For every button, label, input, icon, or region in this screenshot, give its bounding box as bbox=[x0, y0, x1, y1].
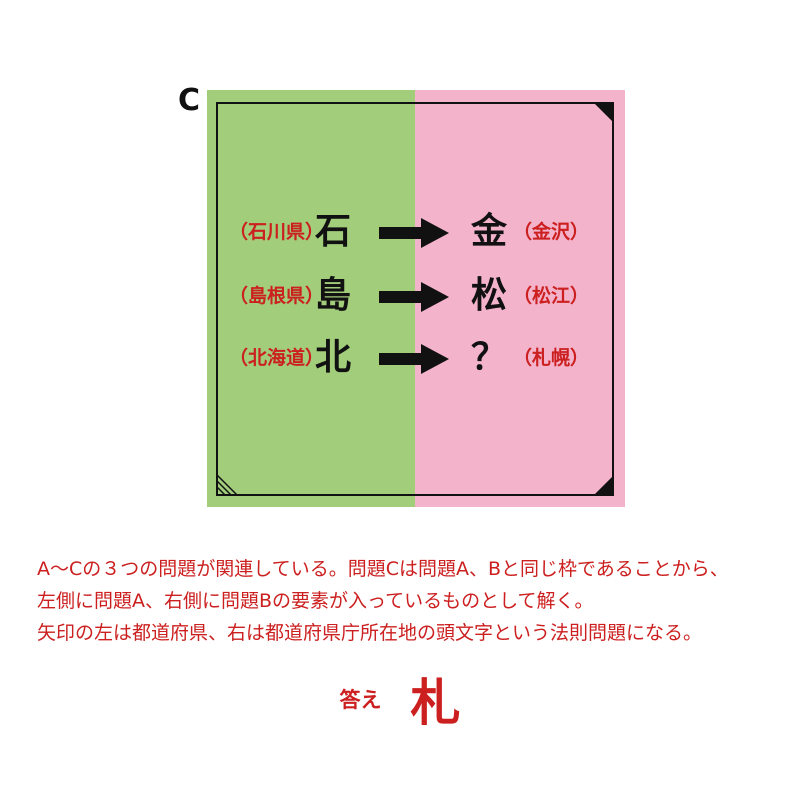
right-arrow-icon bbox=[379, 282, 449, 312]
right-kanji: 松 bbox=[471, 275, 508, 316]
left-kanji: 北 bbox=[315, 337, 352, 378]
answer-label: 答え bbox=[339, 688, 382, 712]
left-kanji: 島 bbox=[315, 275, 352, 316]
right-arrow-icon bbox=[379, 344, 449, 374]
corner-ornament-bottom-right bbox=[594, 476, 613, 495]
right-arrow-icon bbox=[379, 218, 449, 248]
puzzle-panel: （石川県） 石 金 （金沢） （島根県） 島 松 （松江） （北海道） 北 ？ … bbox=[207, 90, 625, 507]
puzzle-row: （北海道） 北 ？ （札幌） bbox=[207, 333, 625, 383]
puzzle-row: （石川県） 石 金 （金沢） bbox=[207, 207, 625, 257]
right-kanji-question: ？ bbox=[471, 337, 508, 378]
prefecture-note: （北海道） bbox=[229, 347, 325, 369]
explanation-line: 左側に問題A、右側に問題Bの要素が入っているものとして解く。 bbox=[37, 590, 594, 612]
answer-value: 札 bbox=[410, 674, 461, 732]
left-kanji: 石 bbox=[315, 211, 352, 252]
prefecture-note: （島根県） bbox=[229, 285, 325, 307]
capital-note: （金沢） bbox=[513, 221, 590, 243]
puzzle-label: C bbox=[178, 83, 201, 118]
puzzle-frame bbox=[216, 102, 614, 496]
puzzle-row: （島根県） 島 松 （松江） bbox=[207, 271, 625, 321]
corner-ornament-top-right bbox=[594, 103, 613, 122]
capital-note: （松江） bbox=[513, 285, 590, 307]
explanation-line: A～Cの３つの問題が関連している。問題Cは問題A、Bと同じ枠であることから、 bbox=[37, 558, 729, 580]
prefecture-note: （石川県） bbox=[229, 221, 325, 243]
capital-note: （札幌） bbox=[513, 347, 590, 369]
panel-right-pink bbox=[415, 90, 625, 507]
explanation-text: A～Cの３つの問題が関連している。問題Cは問題A、Bと同じ枠であることから、 左… bbox=[37, 553, 777, 649]
answer-block: 答え 札 bbox=[0, 663, 800, 735]
corner-ornament-bottom-left bbox=[216, 474, 238, 496]
right-kanji: 金 bbox=[471, 211, 508, 252]
explanation-line: 矢印の左は都道府県、右は都道府県庁所在地の頭文字という法則問題になる。 bbox=[37, 622, 703, 644]
